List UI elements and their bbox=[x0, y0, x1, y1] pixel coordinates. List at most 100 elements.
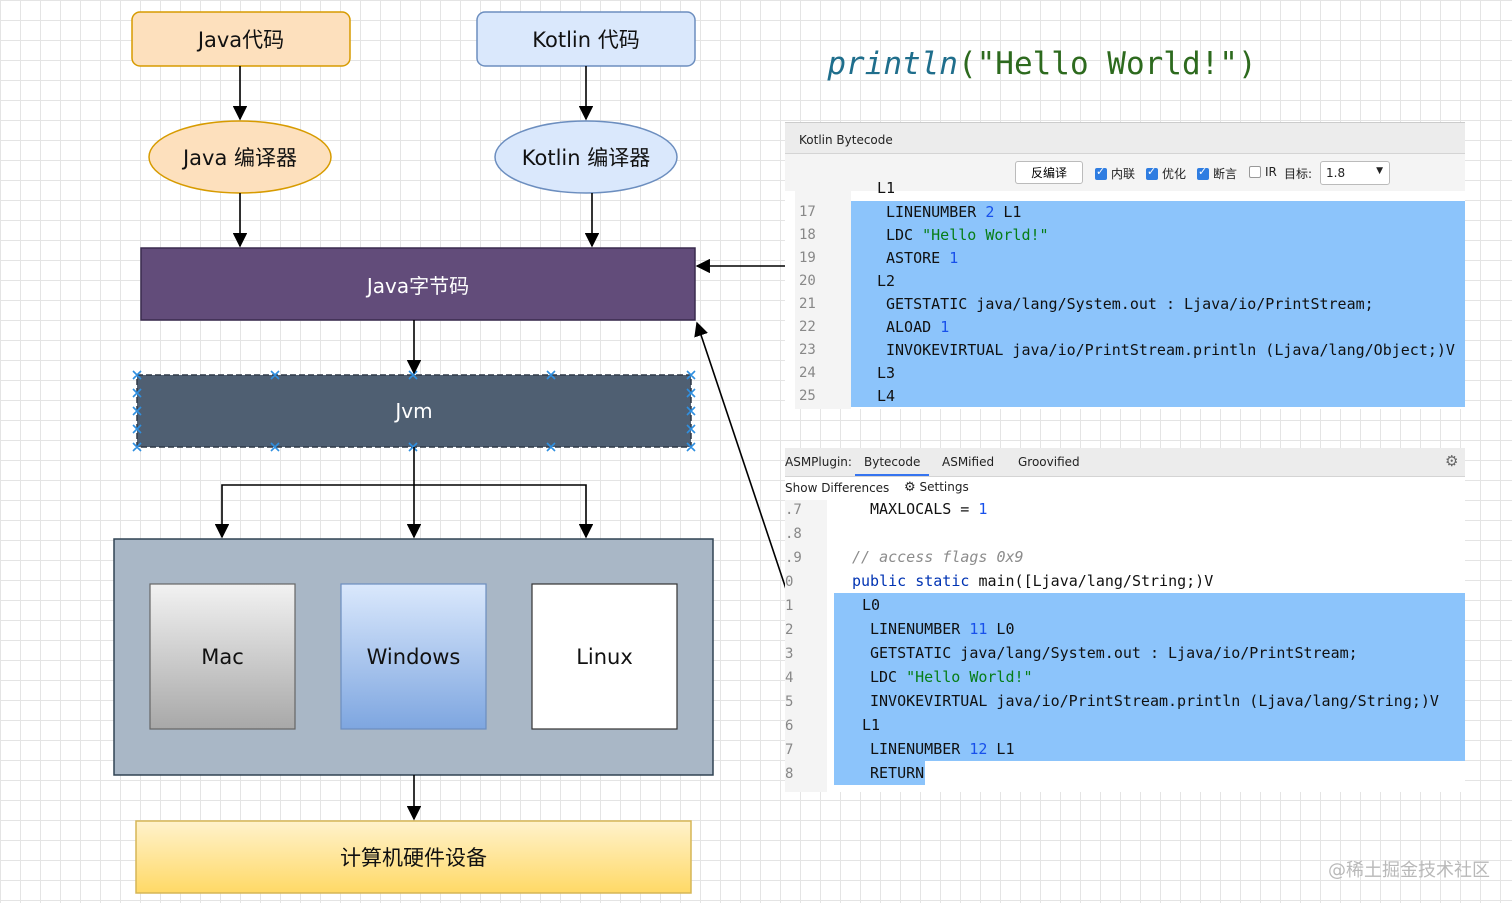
linux-box bbox=[531, 583, 678, 730]
chevron-down-icon: ▼ bbox=[1376, 166, 1383, 176]
jvm-label: Jvm bbox=[395, 399, 433, 423]
kotlin-toolbar: 反编译 内联 优化 断言 IR 目标: 1.8 ▼ bbox=[785, 154, 1465, 190]
windows-label: Windows bbox=[366, 644, 461, 669]
gear-icon[interactable]: ⚙ bbox=[1445, 452, 1459, 470]
code-line[interactable]: LDC "Hello World!" bbox=[886, 226, 1049, 244]
kotlin-selection bbox=[851, 201, 1465, 407]
optimize-check-icon bbox=[1146, 165, 1158, 180]
ir-checkbox[interactable]: IR bbox=[1249, 165, 1277, 179]
code-line[interactable]: ASTORE 1 bbox=[886, 249, 959, 267]
bytecode-box bbox=[140, 247, 696, 321]
java-code-box bbox=[131, 11, 351, 67]
code-line[interactable]: LINENUMBER 2 L1 bbox=[886, 203, 1022, 221]
code-line[interactable]: public static main([Ljava/lang/String;)V bbox=[852, 572, 1214, 590]
asm-plugin-label: ASMPlugin: bbox=[785, 455, 852, 469]
target-select[interactable]: 1.8 ▼ bbox=[1320, 161, 1390, 185]
kotlin-compiler-ellipse bbox=[494, 120, 678, 194]
jvm-selection-handles bbox=[132, 370, 696, 452]
kotlin-panel-title-bar bbox=[785, 123, 1465, 154]
code-line[interactable]: L1 bbox=[862, 716, 881, 734]
line-number: 2 bbox=[785, 622, 794, 638]
bytecode-label: Java字节码 bbox=[366, 273, 470, 298]
hardware-label: 计算机硬件设备 bbox=[340, 846, 487, 870]
line-number: 7 bbox=[785, 742, 794, 758]
line-number: 24 bbox=[799, 365, 816, 381]
target-label: 目标: bbox=[1284, 167, 1313, 181]
line-number: 17 bbox=[799, 204, 816, 220]
asm-editor: .7 MAXLOCALS = 1 .8 .9 // access flags 0x9 0 p… bbox=[785, 500, 1465, 792]
ir-check-icon bbox=[1249, 166, 1261, 178]
inline-check-icon bbox=[1095, 165, 1107, 180]
line-number: 21 bbox=[799, 296, 816, 312]
line-number: 4 bbox=[785, 670, 794, 686]
tab-asmified[interactable]: ASMified bbox=[942, 455, 995, 469]
kotlin-gutter bbox=[795, 191, 851, 409]
target-value: 1.8 bbox=[1326, 166, 1346, 180]
asm-selection-tail bbox=[834, 761, 925, 785]
code-line[interactable]: GETSTATIC java/lang/System.out : Ljava/i… bbox=[886, 295, 1374, 313]
code-line[interactable]: L0 bbox=[862, 596, 881, 614]
inline-checkbox[interactable]: 内联 bbox=[1095, 165, 1135, 182]
line-number: 0 bbox=[785, 574, 794, 590]
line-number: .9 bbox=[785, 550, 802, 566]
windows-box bbox=[340, 583, 487, 730]
line-number: 23 bbox=[799, 342, 816, 358]
asm-plugin-panel: ASMPlugin: Bytecode ASMified Groovified … bbox=[785, 448, 1465, 792]
java-compiler-label: Java 编译器 bbox=[182, 146, 298, 170]
kotlin-gutter-top: L1 bbox=[877, 179, 896, 197]
kotlin-compiler-label: Kotlin 编译器 bbox=[521, 146, 651, 170]
kotlin-code-label: Kotlin 代码 bbox=[532, 28, 640, 52]
decompile-button[interactable]: 反编译 bbox=[1015, 161, 1083, 184]
code-line[interactable]: INVOKEVIRTUAL java/io/PrintStream.printl… bbox=[870, 692, 1439, 710]
line-number: 8 bbox=[785, 766, 794, 782]
line-number: .8 bbox=[785, 526, 802, 542]
tab-bytecode[interactable]: Bytecode bbox=[855, 455, 930, 476]
println-fn: println bbox=[827, 46, 958, 82]
asm-gutter bbox=[785, 500, 827, 792]
line-number: 1 bbox=[785, 598, 794, 614]
tab-groovified[interactable]: Groovified bbox=[1018, 455, 1080, 469]
line-number: 20 bbox=[799, 273, 816, 289]
code-line[interactable]: GETSTATIC java/lang/System.out : Ljava/i… bbox=[870, 644, 1358, 662]
line-number: 18 bbox=[799, 227, 816, 243]
assert-checkbox[interactable]: 断言 bbox=[1197, 165, 1237, 182]
line-number: 19 bbox=[799, 250, 816, 266]
mac-label: Mac bbox=[201, 644, 244, 669]
code-line[interactable]: LINENUMBER 12 L1 bbox=[870, 740, 1015, 758]
java-code-label: Java代码 bbox=[197, 28, 285, 52]
settings-gear-icon: ⚙ bbox=[904, 480, 916, 495]
watermark: @稀土掘金技术社区 bbox=[1328, 860, 1490, 881]
code-line[interactable]: MAXLOCALS = 1 bbox=[870, 500, 988, 518]
ir-label: IR bbox=[1265, 165, 1277, 179]
assert-label: 断言 bbox=[1213, 167, 1238, 181]
code-line[interactable]: LINENUMBER 11 L0 bbox=[870, 620, 1015, 638]
code-line[interactable]: INVOKEVIRTUAL java/io/PrintStream.printl… bbox=[886, 341, 1455, 359]
mac-box bbox=[149, 583, 296, 730]
kotlin-bytecode-panel: Kotlin Bytecode 反编译 内联 优化 断言 IR 目标: 1.8 … bbox=[785, 122, 1465, 409]
line-number: .7 bbox=[785, 502, 802, 518]
linux-label: Linux bbox=[576, 644, 633, 669]
line-number: 22 bbox=[799, 319, 816, 335]
show-differences-button[interactable]: Show Differences bbox=[785, 481, 890, 495]
code-line[interactable]: RETURN bbox=[870, 764, 925, 782]
kotlin-editor: L1 17 LINENUMBER 2 L1 18 LDC "Hello World!"… bbox=[785, 179, 1465, 409]
println-code: println("Hello World!") bbox=[790, 10, 1256, 82]
code-line[interactable]: LDC "Hello World!" bbox=[870, 668, 1033, 686]
code-line[interactable]: ALOAD 1 bbox=[886, 318, 950, 336]
settings-button[interactable]: ⚙ Settings bbox=[904, 480, 969, 495]
optimize-checkbox[interactable]: 优化 bbox=[1146, 165, 1186, 182]
asm-toolbar: Show Differences ⚙ Settings bbox=[785, 477, 1465, 499]
hardware-box bbox=[135, 820, 692, 894]
asm-tab-bar: ASMPlugin: Bytecode ASMified Groovified … bbox=[785, 448, 1465, 477]
code-line[interactable]: L4 bbox=[877, 387, 896, 405]
code-line[interactable]: L2 bbox=[877, 272, 896, 290]
inline-label: 内联 bbox=[1111, 167, 1136, 181]
code-line[interactable]: L3 bbox=[877, 364, 896, 382]
code-line[interactable]: // access flags 0x9 bbox=[852, 548, 1024, 566]
assert-check-icon bbox=[1197, 165, 1209, 180]
line-number: 25 bbox=[799, 388, 816, 404]
optimize-label: 优化 bbox=[1162, 167, 1187, 181]
kotlin-panel-title: Kotlin Bytecode bbox=[799, 133, 893, 147]
line-number: 6 bbox=[785, 718, 794, 734]
